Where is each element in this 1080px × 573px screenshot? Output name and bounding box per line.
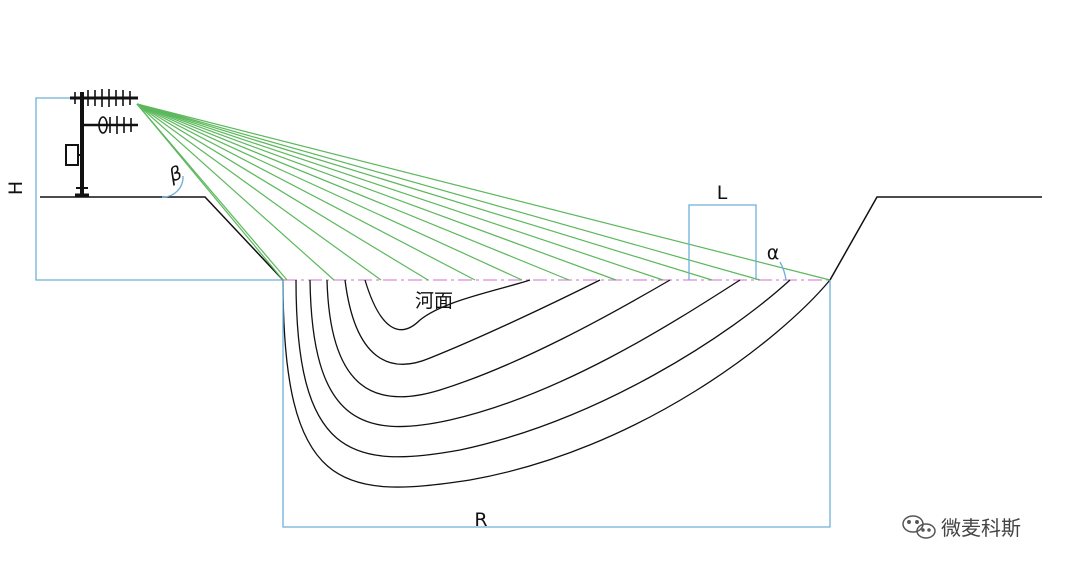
ground-profile-right [829,196,1042,281]
range-label: R [474,509,487,531]
beta-angle-arc [161,175,184,198]
sight-line [136,103,617,281]
sight-line [136,103,761,281]
watermark-text: 微麦科斯 [941,516,1021,540]
sight-line [136,103,476,281]
wechat-icon [902,515,936,539]
sight-line [136,103,713,281]
height-label: H [5,181,27,195]
antenna-tower-icon [65,89,138,197]
drill-curve [282,279,831,488]
drill-curve [364,279,531,331]
drill-curve [309,279,741,428]
sight-line [136,103,664,281]
sight-line [136,103,523,281]
drill-curve [295,279,791,458]
sight-line [136,103,335,281]
sight-line [136,103,570,281]
drill-curve [326,279,671,398]
sight-line [136,103,284,281]
length-label: L [717,182,728,204]
height-dimension-line [35,97,285,281]
watermark: 微麦科斯 [902,515,1021,540]
sight-lines [136,103,831,281]
sight-line [136,103,831,281]
alpha-angle-arc [779,261,787,281]
drill-curves [282,279,831,488]
river-surface-label: 河面 [415,290,453,312]
range-dimension-line [282,280,831,528]
beta-label: β [165,162,185,187]
sight-line [136,103,429,281]
alpha-label: α [767,242,780,264]
length-dimension-line [688,204,757,280]
ground-profile [40,196,284,281]
drill-curve [344,279,601,365]
sight-line [136,103,382,281]
